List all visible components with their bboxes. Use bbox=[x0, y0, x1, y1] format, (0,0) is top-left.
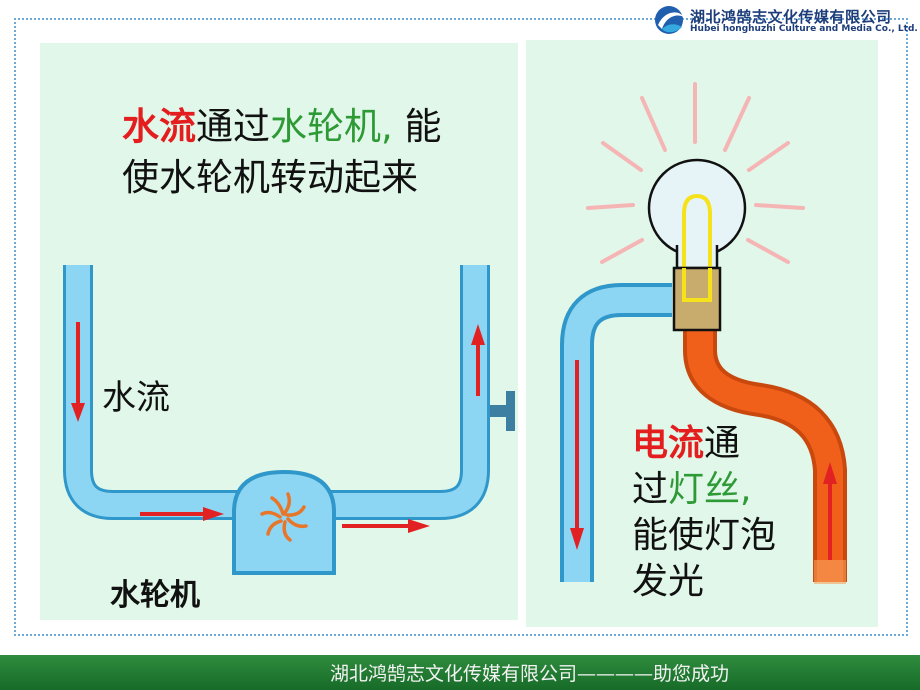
slide-frame bbox=[14, 18, 908, 636]
caption-turbine: 水轮机, bbox=[270, 105, 393, 148]
water-turbine-caption: 水流通过水轮机, 能 使水轮机转动起来 bbox=[122, 101, 442, 203]
caption-line-1: 水流通过水轮机, 能 bbox=[122, 101, 442, 152]
caption-pass: 通 bbox=[704, 423, 741, 464]
bulb-caption-line-2: 过灯丝, bbox=[632, 467, 776, 513]
light-bulb-icon bbox=[647, 158, 747, 332]
bulb-caption-line-4: 发光 bbox=[632, 561, 705, 602]
wire-blue bbox=[560, 283, 672, 582]
water-flow-label: 水流 bbox=[102, 378, 170, 418]
water-flow-arrows bbox=[71, 322, 485, 533]
caption-filament: 灯丝, bbox=[668, 469, 752, 510]
footer-bar: 湖北鸿鹄志文化传媒有限公司————助您成功 bbox=[0, 655, 920, 690]
light-bulb-caption: 电流通 过灯丝, 能使灯泡 发光 bbox=[632, 421, 776, 605]
water-pipe bbox=[63, 265, 490, 520]
caption-line-2: 使水轮机转动起来 bbox=[122, 156, 418, 199]
light-rays bbox=[586, 82, 805, 264]
caption-through: 过 bbox=[632, 469, 669, 510]
footer-slogan: 湖北鸿鹄志文化传媒有限公司————助您成功 bbox=[330, 663, 730, 685]
company-logo: 湖北鸿鹄志文化传媒有限公司 Hubei honghuzhi Culture an… bbox=[650, 2, 918, 38]
logo-name-en: Hubei honghuzhi Culture and Media Co., L… bbox=[690, 24, 918, 34]
logo-name-cn: 湖北鸿鹄志文化传媒有限公司 bbox=[690, 8, 892, 26]
logo-swoosh-icon bbox=[655, 6, 684, 34]
turbine-wheel-icon bbox=[260, 492, 308, 542]
bulb-caption-line-1: 电流通 bbox=[632, 421, 776, 467]
caption-passes: 通过 bbox=[196, 105, 270, 148]
bulb-caption-line-3: 能使灯泡 bbox=[632, 515, 777, 556]
pipe-valve bbox=[490, 391, 515, 431]
caption-water-flow: 水流 bbox=[122, 105, 196, 148]
caption-current: 电流 bbox=[632, 423, 705, 464]
turbine-label: 水轮机 bbox=[110, 578, 200, 613]
caption-can: 能 bbox=[392, 105, 442, 148]
current-flow-arrows bbox=[570, 360, 837, 560]
wire-orange bbox=[683, 330, 847, 584]
